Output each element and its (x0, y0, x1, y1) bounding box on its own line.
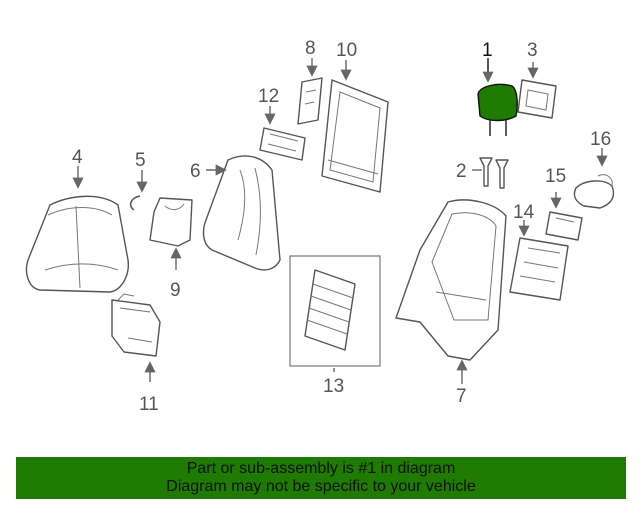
part-7-frame[interactable] (395, 199, 507, 361)
banner-line-2: Diagram may not be specific to your vehi… (166, 478, 476, 495)
callout-4: 4 (72, 147, 83, 168)
callout-10: 10 (336, 40, 357, 61)
callout-6: 6 (190, 161, 201, 182)
part-9-pad[interactable] (149, 197, 193, 247)
callout-13: 13 (323, 376, 344, 397)
part-8-switch[interactable] (297, 77, 323, 125)
part-11-bracket[interactable] (111, 293, 161, 357)
parts-diagram: 4 5 6 9 11 8 10 12 (25, 38, 615, 415)
part-1-headrest[interactable] (477, 83, 518, 136)
part-6-seat-back-pad[interactable] (202, 155, 281, 271)
callout-11: 11 (139, 394, 159, 415)
callout-8: 8 (305, 38, 316, 59)
callout-5: 5 (135, 150, 146, 171)
part-15-module[interactable] (545, 211, 583, 241)
callout-14: 14 (513, 202, 535, 223)
part-16-knob[interactable] (573, 174, 615, 209)
part-13-lumbar-support[interactable] (289, 255, 381, 367)
part-2-screws[interactable] (479, 157, 509, 189)
info-banner: Part or sub-assembly is #1 in diagram Di… (16, 457, 626, 499)
callout-12: 12 (258, 86, 279, 107)
part-4-seat-back-cushion[interactable] (25, 195, 129, 293)
part-14-heater-pad[interactable] (509, 237, 569, 301)
part-5-clip[interactable] (129, 195, 141, 211)
part-10-back-panel[interactable] (321, 79, 389, 193)
callout-2: 2 (456, 161, 467, 182)
callout-3: 3 (527, 40, 538, 61)
callout-15: 15 (545, 166, 566, 187)
callout-7: 7 (456, 386, 467, 407)
part-12-lumbar-module[interactable] (259, 127, 306, 161)
banner-line-1: Part or sub-assembly is #1 in diagram (186, 460, 456, 477)
callout-1: 1 (482, 40, 493, 61)
part-3-guide[interactable] (517, 79, 557, 119)
callout-16: 16 (590, 129, 611, 150)
callout-9: 9 (170, 280, 181, 301)
